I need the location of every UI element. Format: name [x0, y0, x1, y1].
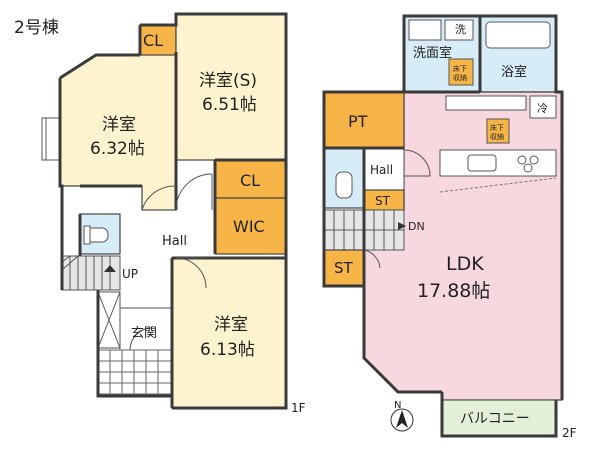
underfloor-storage-2 — [486, 118, 510, 144]
label-hall-1f: Hall — [162, 234, 187, 249]
floor-label-1f: 1F — [291, 401, 306, 415]
label-pt: PT — [348, 112, 368, 131]
stove-icon — [517, 155, 527, 165]
first-floor: CL 洋室 6.32帖 洋室(S) 6.51帖 CL WIC Hall UP 玄… — [41, 12, 306, 415]
label-st-lower: ST — [334, 259, 354, 277]
room-hall-1f — [120, 212, 215, 258]
building-label: 2号棟 — [14, 18, 59, 38]
label-wic: WIC — [233, 217, 265, 236]
label-ldk-name: LDK — [446, 253, 484, 275]
label-fridge: 冷 — [537, 102, 548, 115]
second-floor: 洗 洗面室 床下 収納 浴室 冷 床下 収納 PT Hall ST DN ST … — [322, 14, 577, 440]
underfloor-storage-1 — [448, 58, 474, 86]
balcony — [441, 399, 557, 437]
washbasin — [408, 19, 442, 41]
label-up: UP — [122, 267, 138, 281]
floor-label-2f: 2F — [562, 426, 577, 440]
bathtub — [485, 21, 551, 49]
sink-icon — [467, 154, 497, 172]
entrance-tiles — [97, 349, 173, 395]
label-washroom: 洗面室 — [413, 45, 452, 61]
stairs-1f — [61, 255, 121, 291]
label-western-bottom-name: 洋室 — [214, 315, 248, 335]
kitchen-counter — [439, 149, 557, 177]
label-western-s-area: 6.51帖 — [202, 95, 257, 115]
compass-label: N — [394, 400, 401, 411]
label-western-s-name: 洋室(S) — [199, 71, 257, 91]
doors-1f — [129, 173, 213, 351]
label-underfloor-1b: 収納 — [453, 73, 467, 82]
fridge-space — [529, 95, 557, 119]
label-ldk-area: 17.88帖 — [417, 280, 490, 302]
room-cl-top — [139, 24, 177, 56]
label-underfloor-2b: 収納 — [490, 132, 504, 141]
kitchen-upper-shelf — [445, 95, 527, 111]
label-entrance: 玄関 — [131, 326, 157, 341]
label-dn: DN — [408, 220, 425, 233]
label-hall-2f: Hall — [370, 163, 393, 177]
room-pt — [323, 91, 405, 149]
stair-treads-1f — [61, 255, 111, 290]
doors-2f — [363, 149, 431, 269]
label-bath: 浴室 — [501, 64, 527, 80]
label-cl-top: CL — [143, 31, 163, 50]
toilet-2f-fixture — [335, 171, 353, 199]
label-western-left-area: 6.32帖 — [90, 139, 145, 159]
label-western-left-name: 洋室 — [102, 115, 136, 135]
room-western-bottom — [171, 257, 287, 409]
label-underfloor-2a: 床下 — [490, 123, 504, 132]
label-underfloor-1a: 床下 — [453, 64, 467, 73]
label-wash-char: 洗 — [455, 23, 466, 36]
label-st-upper: ST — [375, 194, 391, 208]
label-cl-mid: CL — [240, 171, 260, 190]
compass-icon: N — [390, 400, 414, 432]
label-western-bottom-area: 6.13帖 — [200, 340, 255, 360]
dn-arrow-icon — [398, 222, 406, 230]
bay-window-left — [41, 117, 61, 161]
label-balcony: バルコニー — [460, 411, 530, 427]
up-arrow-icon — [104, 265, 116, 272]
